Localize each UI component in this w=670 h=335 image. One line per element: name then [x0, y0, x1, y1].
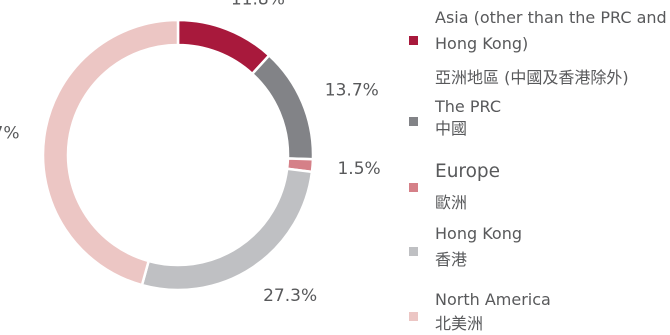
legend-label-hong-kong: Hong Kong: [435, 224, 522, 243]
slice-north-america: [41, 18, 180, 287]
slice-the-prc: [250, 53, 315, 161]
legend-swatch-north-america: [409, 312, 418, 321]
legend-label-prc: The PRC: [435, 97, 501, 116]
legend-item-asia: Asia (other than the PRC and Hong Kong) …: [409, 0, 670, 90]
legend-label-north-america-zh: 北美洲: [435, 314, 484, 333]
slice-asia-other-than-the-prc-and-hong-kong: [176, 18, 271, 76]
legend-swatch-asia: [409, 36, 418, 45]
data-label-hong-kong: 27.3%: [263, 286, 317, 306]
legend-swatch-hong-kong: [409, 247, 418, 256]
legend-item-prc: The PRC 中國: [409, 95, 670, 145]
legend-item-hong-kong: Hong Kong 香港: [409, 222, 670, 277]
legend-label-asia-line1: Asia (other than the PRC and: [435, 8, 667, 27]
legend-swatch-europe: [409, 183, 418, 192]
legend-label-hong-kong-zh: 香港: [435, 250, 468, 269]
legend-label-europe-zh: 歐洲: [435, 193, 468, 212]
legend-swatch-prc: [409, 117, 418, 126]
legend-label-europe: Europe: [435, 161, 501, 182]
legend-label-asia-line2: Hong Kong): [435, 34, 529, 53]
slice-hong-kong: [140, 167, 314, 292]
legend-label-north-america: North America: [435, 290, 551, 309]
data-label-the-prc: 13.7%: [325, 81, 379, 101]
legend-label-asia-zh: 亞洲地區 (中國及香港除外): [435, 68, 629, 87]
legend-label-prc-zh: 中國: [435, 119, 468, 138]
legend-item-europe: Europe 歐洲: [409, 158, 670, 218]
data-label-asia-other-than-the-prc-and-hong-kong: 11.8%: [231, 0, 285, 9]
data-label-north-america: 45.7%: [0, 123, 20, 143]
chart-legend: Asia (other than the PRC and Hong Kong) …: [409, 0, 670, 335]
data-label-europe: 1.5%: [337, 159, 380, 179]
legend-item-north-america: North America 北美洲: [409, 286, 670, 335]
